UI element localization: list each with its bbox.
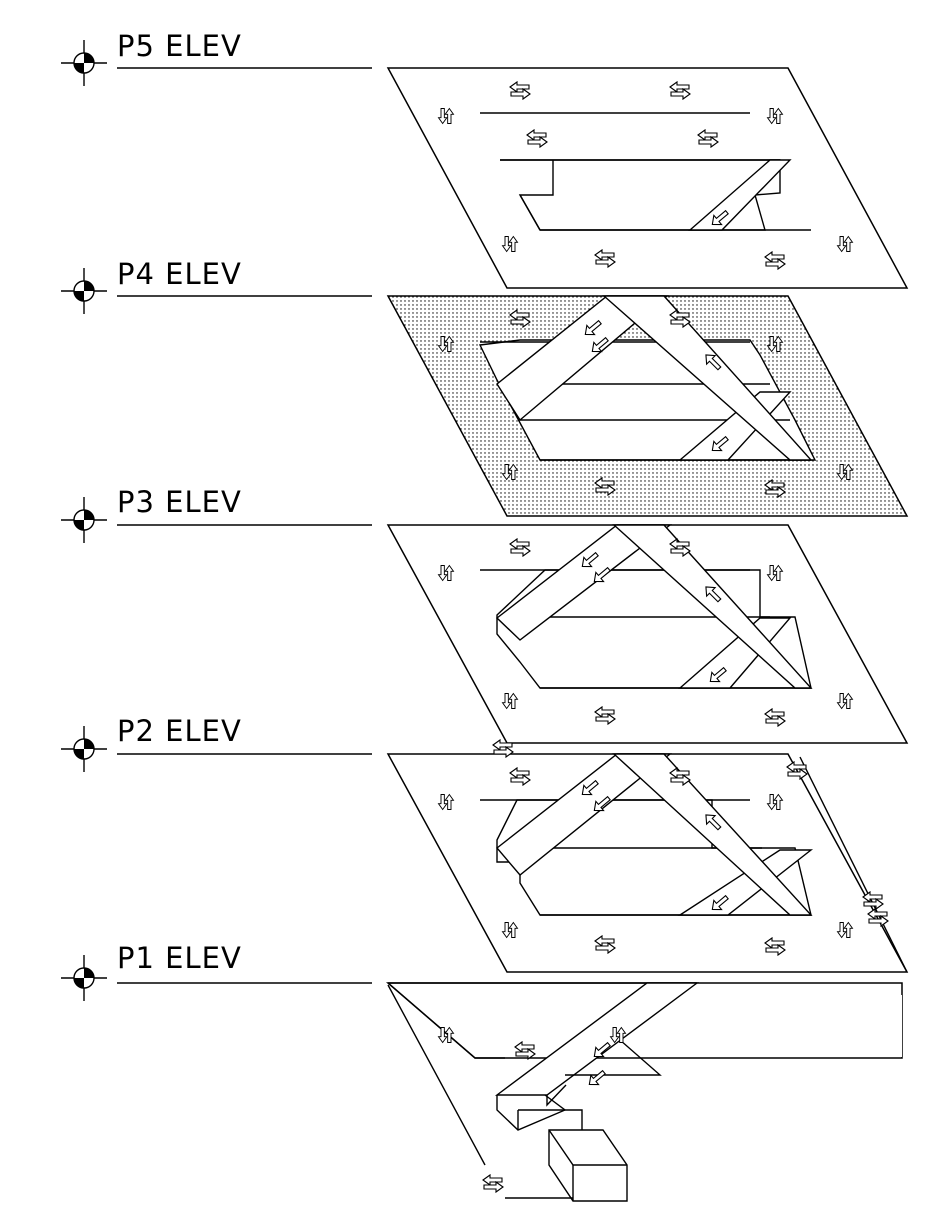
elevation-label-p2: P2 ELEV [117,714,242,748]
level-p1 [385,982,903,1202]
traffic-arrow-icon [584,1066,609,1090]
elevation-marker-p2 [61,726,372,772]
elevation-label-p1: P1 ELEV [117,941,242,975]
elevation-label-p3: P3 ELEV [117,485,242,519]
elevation-label-p5: P5 ELEV [117,29,242,63]
elevation-label-p4: P4 ELEV [117,257,242,291]
elevation-markers [61,40,372,1001]
elevation-marker-p1 [61,955,372,1001]
elevation-marker-p4 [61,268,372,314]
level-p4 [386,295,909,517]
elevation-marker-p5 [61,40,372,86]
level-p5 [386,67,909,289]
elevation-marker-p3 [61,497,372,543]
level-p2 [386,753,909,973]
entrance-booth [548,1129,628,1202]
traffic-arrow-icon [492,739,514,758]
level-p3 [386,524,909,744]
traffic-arrow-icon [482,1174,504,1193]
